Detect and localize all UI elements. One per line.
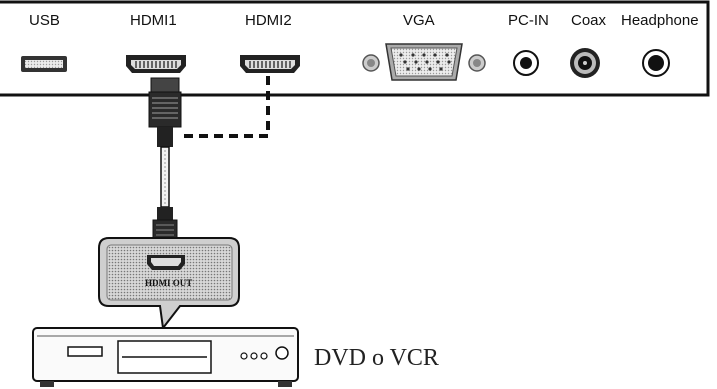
device-caption: DVD o VCR [314, 345, 439, 372]
pc-in-label: PC-IN [508, 12, 549, 29]
headphone-label: Headphone [621, 12, 699, 29]
hdmi-out-label: HDMI OUT [145, 278, 192, 288]
hdmi2-dashed-connection [180, 76, 268, 136]
vga-label: VGA [403, 12, 435, 29]
vga-port-icon [363, 44, 485, 80]
hdmi2-label: HDMI2 [245, 12, 292, 29]
usb-label: USB [29, 12, 60, 29]
hdmi1-label: HDMI1 [130, 12, 177, 29]
hdmi-plug-top-icon [149, 78, 181, 147]
pc-in-jack-icon [514, 51, 538, 75]
headphone-jack-icon [643, 50, 669, 76]
dvd-player-icon [33, 328, 298, 387]
hdmi-plug-bottom-icon [153, 207, 177, 240]
hdmi1-port-icon [126, 55, 186, 73]
coax-label: Coax [571, 12, 606, 29]
usb-port-icon [21, 56, 67, 72]
hdmi-cable [161, 147, 169, 207]
coax-jack-icon [570, 48, 600, 78]
hdmi2-port-icon [240, 55, 300, 73]
